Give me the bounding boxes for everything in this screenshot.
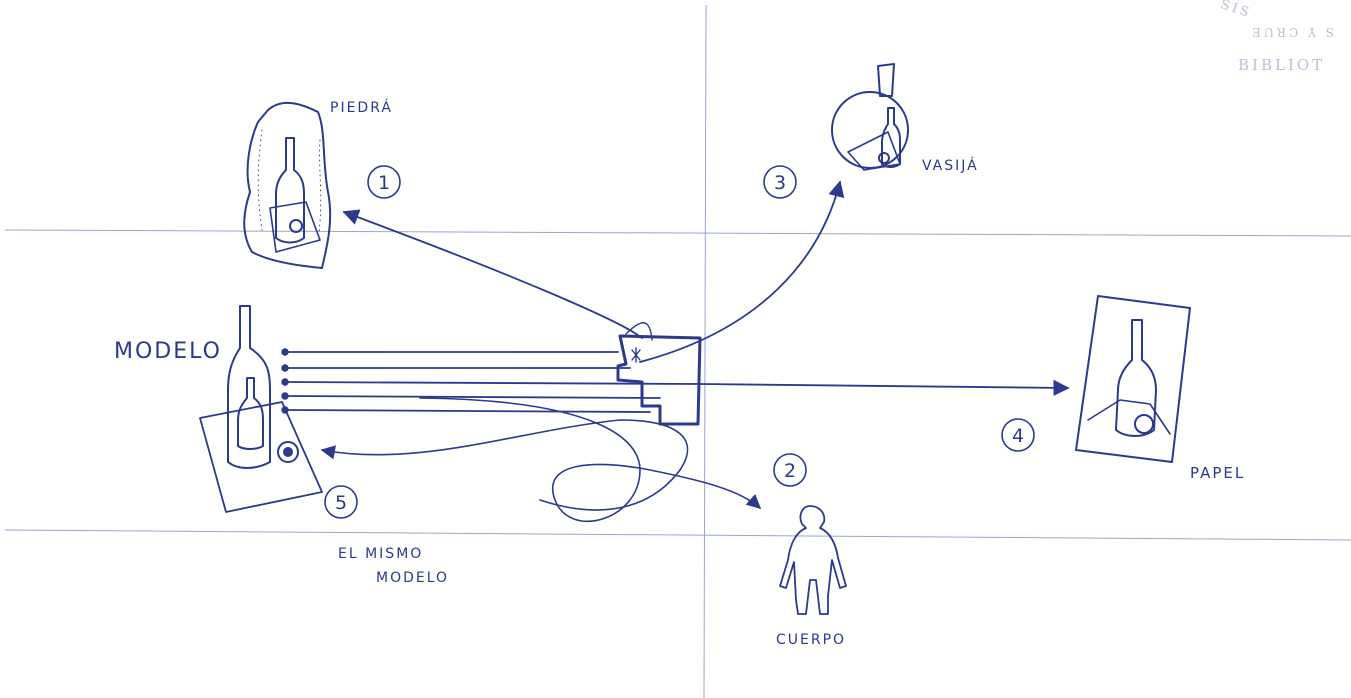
stone-texture xyxy=(257,129,322,241)
stamp-line-2: S Y CRUE xyxy=(1249,25,1334,39)
stamp-arc-text: SIS xyxy=(1219,0,1254,21)
arrow-to-piedra xyxy=(342,209,643,339)
paper-bottle xyxy=(1115,319,1157,437)
papel-sketch xyxy=(1075,295,1191,463)
arrow-to-papel xyxy=(699,379,1070,396)
stone-bottle xyxy=(275,137,305,244)
vertical-guide xyxy=(703,4,707,698)
projection-line-5 xyxy=(285,409,651,413)
stone-outline xyxy=(243,101,332,269)
projection-line-4 xyxy=(285,395,661,399)
label-piedra: PIEDRÁ xyxy=(330,99,393,116)
modelo-sketch xyxy=(199,305,323,513)
vasija-sketch xyxy=(831,63,909,171)
piedra-sketch xyxy=(243,101,332,269)
arrow-to-modelo xyxy=(320,419,689,511)
label-papel: PAPEL xyxy=(1190,464,1245,482)
vessel-body xyxy=(831,91,909,169)
label-modelo: MODELO xyxy=(114,339,222,364)
vessel-neck xyxy=(877,63,895,97)
number-3: 3 xyxy=(774,172,786,194)
number-5: 5 xyxy=(335,492,347,514)
guide-lines xyxy=(4,4,1351,698)
central-device xyxy=(616,334,702,426)
modelo-small-bottle xyxy=(237,377,264,450)
number-1: 1 xyxy=(378,172,390,194)
label-cuerpo: CUERPO xyxy=(776,632,846,648)
vessel-bottle xyxy=(881,107,901,168)
modelo-big-bottle xyxy=(227,305,271,469)
number-circles xyxy=(324,165,1035,519)
label-vasija: VASIJÁ xyxy=(922,157,979,174)
modelo-ball xyxy=(277,441,299,463)
horizontal-guide-bottom xyxy=(4,529,1351,541)
arrow-to-vasija xyxy=(639,180,845,363)
number-4: 4 xyxy=(1012,425,1024,447)
paper-sheet xyxy=(1075,295,1191,463)
stamp-line-1: BIBLIOT xyxy=(1238,56,1325,74)
number-2: 2 xyxy=(784,460,796,482)
modelo-base xyxy=(199,401,323,513)
projection-lines xyxy=(281,348,701,414)
cuerpo-figure xyxy=(779,505,847,615)
library-stamp: SIS S Y CRUE BIBLIOT xyxy=(1219,0,1334,74)
label-el-mismo: EL MISMO xyxy=(338,546,423,562)
projection-line-3 xyxy=(285,381,701,385)
label-modelo-2: MODELO xyxy=(376,570,449,586)
horizontal-guide-top xyxy=(4,229,1351,237)
arrow-to-cuerpo xyxy=(419,397,762,523)
